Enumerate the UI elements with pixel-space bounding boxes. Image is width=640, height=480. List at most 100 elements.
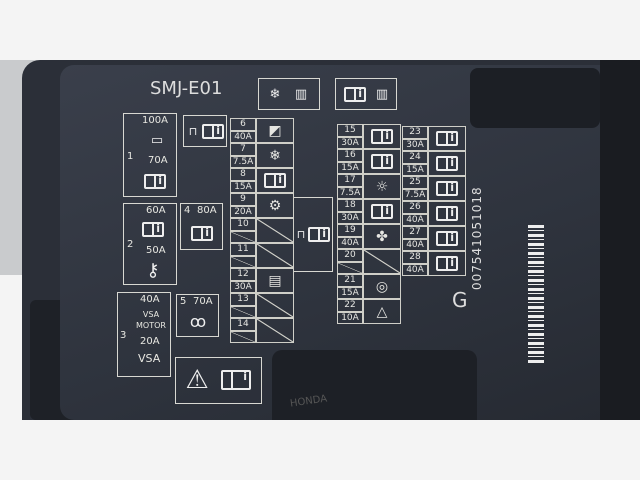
fuse-number: 17 <box>337 174 363 187</box>
warning-icon: ⚠ <box>185 365 209 395</box>
manual-info-icon <box>140 170 170 192</box>
fuse-rating: 70A <box>148 155 168 166</box>
manual-info-icon <box>256 168 294 193</box>
fuse-rating: 20A <box>140 336 160 347</box>
fuse-number: 21 <box>337 274 363 287</box>
manual-info-icon <box>200 123 226 139</box>
fuse-rating: 15A <box>337 161 363 174</box>
manual-info-icon <box>428 126 466 151</box>
manual-info-icon <box>428 226 466 251</box>
fuse-number: 22 <box>337 299 363 312</box>
fuse-number: 9 <box>230 193 256 206</box>
glow-plug-icon: ꝏ <box>189 311 207 331</box>
grade-letter: G <box>452 288 468 312</box>
fuse-number: 18 <box>337 199 363 212</box>
fuse-4: 4 80A <box>180 203 223 250</box>
fuse-group-2: 2 60A 50A ⚷ <box>123 203 177 285</box>
warning-legend: ⚠ <box>175 357 262 404</box>
cover-lip <box>470 68 600 128</box>
fuse-rating: 15A <box>230 180 256 193</box>
fuse-rating <box>230 330 256 343</box>
defrost-snowflake-icon: ❄ <box>256 143 294 168</box>
fuse-rating: 40A <box>402 263 428 276</box>
fuse-rating: 80A <box>197 205 217 216</box>
rear-defroster-icon: ▤ <box>256 268 294 293</box>
manual-info-icon <box>138 218 168 240</box>
fuse-rating: 30A <box>337 136 363 149</box>
group-number: 2 <box>127 239 134 250</box>
fuse-rating: 40A <box>402 213 428 226</box>
fuse-rating: 20A <box>230 205 256 218</box>
spare-fuse-legend: ⊓ <box>183 115 227 147</box>
fuse-label: VSA MOTOR <box>136 310 166 330</box>
defrost-legend-box: ❄ ▥ <box>258 78 320 110</box>
spare-fuse-legend: ⊓ <box>293 197 333 272</box>
fuse-rating: 50A <box>146 245 166 256</box>
key-icon: ⚷ <box>146 259 160 281</box>
fuse-number: 6 <box>230 118 256 131</box>
manual-info-icon <box>428 251 466 276</box>
horn-brake-icon: ◎ <box>363 274 401 299</box>
fuse-number: 23 <box>402 126 428 139</box>
fuse-rating <box>230 305 256 318</box>
manual-info-icon <box>363 199 401 224</box>
latch-recess[interactable] <box>272 350 477 420</box>
fuse-14: 14 <box>230 318 294 343</box>
fuse-icon: ⊓ <box>296 227 306 241</box>
manual-info-icon <box>306 226 332 242</box>
fuse-number: 14 <box>230 318 256 331</box>
cover-edge <box>600 60 640 420</box>
fuse-rating <box>230 230 256 243</box>
manual-info-icon <box>428 201 466 226</box>
battery-icon: ▭ <box>150 132 164 148</box>
fuse-rating: 7.5A <box>337 186 363 199</box>
group-number: 3 <box>120 330 127 341</box>
fuse-20: 20 <box>337 249 401 274</box>
fuse-13: 13 <box>230 293 294 318</box>
fuse-number: 15 <box>337 124 363 137</box>
empty-slot <box>363 249 401 274</box>
fuse-group-3: 3 40A VSA MOTOR 20A VSA <box>117 292 171 377</box>
fuse-rating: 30A <box>230 280 256 293</box>
fuse-rating: 100A <box>142 115 168 126</box>
fuse-rating: 7.5A <box>230 155 256 168</box>
power-window-icon: ◩ <box>256 118 294 143</box>
hazard-icon: △ <box>363 299 401 324</box>
fuse-rating: 7.5A <box>402 188 428 201</box>
fuse-number: 8 <box>230 168 256 181</box>
fuse-rating: 40A <box>402 238 428 251</box>
fuse-rating: 40A <box>140 294 160 305</box>
empty-slot <box>256 218 294 243</box>
fuse-rating: 30A <box>402 138 428 151</box>
fuse-rating: 30A <box>337 211 363 224</box>
fuse-rating: 40A <box>230 130 256 143</box>
fuse-rating: 15A <box>402 163 428 176</box>
manual-info-icon <box>342 85 368 103</box>
fuse-number: 16 <box>337 149 363 162</box>
fuse-number: 10 <box>230 218 256 231</box>
manual-info-icon <box>218 368 254 392</box>
fuse-rating: 40A <box>337 236 363 249</box>
fuse-number: 13 <box>230 293 256 306</box>
interior-light-icon: ☼ <box>363 174 401 199</box>
fuse-number: 5 <box>180 296 187 307</box>
fuse-number: 27 <box>402 226 428 239</box>
fuse-number: 7 <box>230 143 256 156</box>
fuse-icon: ⊓ <box>188 124 198 138</box>
manual-info-icon <box>428 151 466 176</box>
fuse-number: 26 <box>402 201 428 214</box>
